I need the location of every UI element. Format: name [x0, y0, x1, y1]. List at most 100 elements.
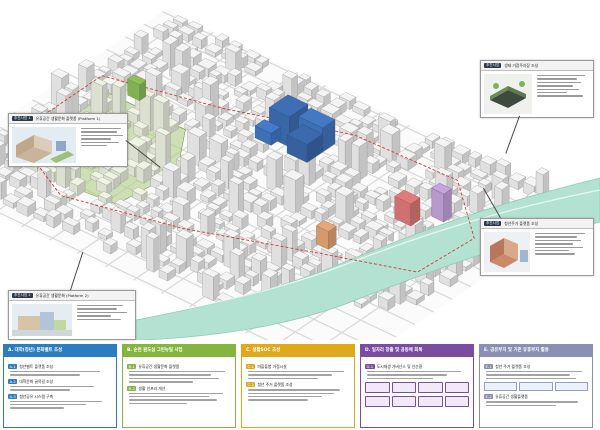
item-tag: D-1 — [365, 364, 375, 369]
building — [228, 176, 245, 218]
building — [334, 185, 355, 227]
building — [200, 208, 216, 237]
callout-description-lines — [81, 128, 124, 147]
item-tag: E-1 — [484, 364, 494, 369]
callout-platform-2: 추진사업 2 유휴공간 생활문화 (Platform 2) — [8, 290, 136, 340]
highlighted-site — [316, 220, 337, 250]
callout-rendering-image — [12, 127, 76, 163]
item-tag: E-2 — [484, 394, 494, 400]
building — [227, 67, 243, 87]
building — [352, 228, 369, 245]
callout-tag: 추진사업 1 — [12, 116, 33, 121]
building — [234, 275, 252, 296]
building — [396, 148, 417, 171]
callout-tag: 추진사업 2 — [12, 293, 33, 298]
building — [155, 127, 171, 172]
item-title: 청년 주거 플랫폼 조성 — [495, 364, 531, 369]
callout-eco-parking: 추진사업 생태 거점주차장 조성 — [480, 60, 594, 118]
building — [375, 193, 392, 213]
item-tag: B-1 — [127, 364, 137, 369]
item-title: 대학문화 골목길 조성 — [19, 378, 54, 384]
building — [37, 164, 52, 201]
isometric-city-model — [0, 9, 600, 340]
building — [283, 169, 305, 215]
callout-tag: 추진사업 — [484, 63, 502, 68]
building — [352, 100, 371, 117]
callout-title: 청년주거 플랫폼 조성 — [504, 221, 539, 226]
building — [90, 77, 108, 120]
building — [153, 23, 169, 42]
building — [45, 208, 62, 229]
building — [282, 70, 298, 102]
building — [206, 165, 222, 183]
building — [158, 263, 176, 282]
building — [135, 160, 152, 184]
central-landmark-building — [254, 94, 336, 163]
building — [468, 151, 483, 169]
building — [110, 206, 127, 234]
building — [355, 196, 369, 212]
highlighted-site — [431, 182, 452, 223]
building — [300, 201, 318, 220]
building — [404, 177, 423, 197]
panel-header: A. 대학(청년) 문화벨트 조성 — [4, 345, 116, 357]
panel-header: B. 순천 원도심 그린뉴딜 사업 — [123, 345, 235, 357]
building — [406, 289, 425, 306]
process-diagram — [365, 396, 469, 408]
highlighted-site — [394, 189, 421, 227]
callout-rendering-image — [12, 304, 72, 336]
building — [387, 170, 408, 190]
building — [61, 216, 81, 236]
building — [0, 176, 7, 200]
building — [229, 247, 246, 282]
building — [200, 188, 217, 204]
building — [380, 123, 401, 163]
building — [419, 277, 435, 297]
panel-header: D. 일자리 창출 및 공동체 회복 — [361, 345, 473, 357]
callout-header: 추진사업 생태 거점주차장 조성 — [481, 61, 593, 71]
building — [419, 181, 435, 201]
item-title: 유휴공간 생활플랫폼 — [495, 394, 528, 400]
highlighted-site — [127, 74, 147, 102]
building — [266, 150, 284, 192]
callout-description-lines — [77, 305, 132, 320]
landmark-wing — [286, 124, 323, 163]
item-tag: A-2 — [8, 378, 18, 384]
callout-header: 추진사업 2 유휴공간 생활문화 (Platform 2) — [9, 291, 135, 301]
callout-rendering-image — [484, 232, 530, 272]
building — [353, 296, 369, 309]
landmark-annex — [254, 119, 281, 146]
building — [97, 227, 114, 241]
building — [223, 123, 238, 139]
building — [132, 120, 149, 139]
item-tag: A-1 — [8, 364, 18, 369]
building — [254, 55, 270, 70]
callout-header: 추진사업 청년주거 플랫폼 조성 — [481, 219, 593, 229]
building — [0, 140, 6, 167]
building — [192, 177, 211, 192]
building — [162, 35, 179, 69]
item-tag: B-2 — [127, 385, 137, 391]
item-title: 도시재생 거버넌스 및 선순환 — [376, 364, 423, 369]
building — [202, 267, 220, 302]
item-tag: A-3 — [8, 393, 18, 399]
summary-table — [484, 382, 588, 392]
item-title: 청년벨트 플랫폼 조성 — [19, 364, 54, 369]
building — [438, 268, 459, 288]
building — [202, 112, 216, 138]
building — [84, 215, 100, 233]
callout-platform-1: 추진사업 1 유휴공간 생활문화 플랫폼 (Platform 1) — [8, 113, 128, 167]
building — [204, 42, 224, 58]
callout-title: 유휴공간 생활문화 플랫폼 (Platform 1) — [35, 116, 101, 121]
callout-description-lines — [535, 233, 590, 255]
building — [233, 86, 248, 100]
building — [271, 232, 288, 270]
building — [217, 111, 234, 127]
building — [535, 167, 550, 201]
building — [322, 170, 338, 185]
building — [508, 172, 527, 191]
building — [123, 221, 140, 241]
